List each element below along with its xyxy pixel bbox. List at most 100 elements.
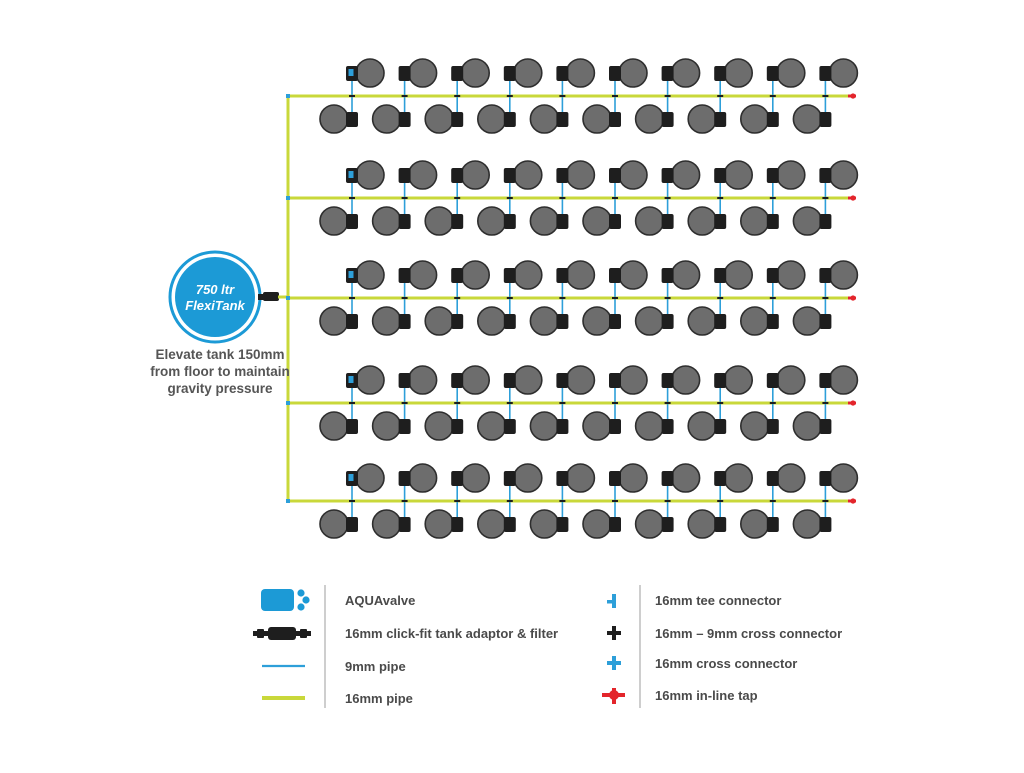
plant-pot-top <box>407 260 438 290</box>
plant-pot-top <box>512 58 543 88</box>
pot-unit-pair <box>687 463 754 539</box>
aquavalve-bottom <box>714 214 727 229</box>
aquavalve-top <box>556 168 569 183</box>
plant-pot-bottom <box>529 104 560 134</box>
cross-connector <box>717 95 724 97</box>
legend-label-aquavalve: AQUAvalve <box>345 593 416 608</box>
tank-elevation-note: Elevate tank 150mm from floor to maintai… <box>150 347 290 396</box>
cross-connector <box>349 297 355 299</box>
aquavalve-bottom <box>609 112 621 127</box>
aquavalve-top <box>766 168 779 183</box>
plant-pot-top <box>775 463 806 493</box>
plant-pot-bottom <box>634 411 665 441</box>
cross-connector <box>717 297 724 299</box>
pot-unit-pair <box>424 58 491 134</box>
cross-connector <box>612 95 618 97</box>
cross-connector <box>612 402 618 404</box>
plant-pot-top <box>407 160 438 190</box>
plant-pot-top <box>460 260 491 290</box>
plant-pot-top <box>355 58 385 88</box>
aquavalve-top <box>819 268 832 283</box>
plant-pot-bottom <box>529 509 560 539</box>
plant-pot-top <box>407 365 438 395</box>
aquavalve-top <box>398 373 411 388</box>
tap-handle <box>850 93 856 99</box>
flexitank <box>168 250 262 344</box>
aquavalve-bottom <box>819 112 832 127</box>
cross-connector <box>401 500 408 502</box>
aquavalve-bottom <box>451 419 464 434</box>
tank-adaptor-filter <box>258 292 279 301</box>
plant-pot-bottom <box>371 411 402 441</box>
pot-unit-pair <box>424 160 491 236</box>
plant-pot-bottom <box>529 206 560 236</box>
plant-pot-top <box>618 160 648 190</box>
aquavalve-bottom <box>766 517 779 532</box>
plant-pot-bottom <box>476 104 507 134</box>
plant-pot-top <box>565 160 596 190</box>
pot-unit-pair <box>634 463 701 539</box>
plant-pot-bottom <box>371 306 402 336</box>
plant-pot-top <box>460 463 491 493</box>
aquavalve-top <box>503 66 516 81</box>
plant-pot-top <box>723 160 754 190</box>
plant-pot-top <box>565 260 596 290</box>
cross-connector <box>769 95 776 97</box>
aquavalve-bottom <box>346 419 358 434</box>
plant-pot-bottom <box>319 206 349 236</box>
plant-pot-top <box>670 58 701 88</box>
legend-label-tank-adaptor: 16mm click-fit tank adaptor & filter <box>345 626 559 641</box>
aquavalve-top <box>451 471 464 486</box>
pot-unit-pair <box>529 365 596 441</box>
pot-unit-pair <box>371 365 438 441</box>
plant-pot-top <box>828 365 859 395</box>
plant-pot-bottom <box>582 206 612 236</box>
pot-unit-pair <box>739 58 806 134</box>
cross-connector <box>401 402 408 404</box>
aquavalve-bottom <box>819 517 832 532</box>
plant-pot-top <box>407 58 438 88</box>
aquavalve-top <box>661 268 674 283</box>
tee-connector <box>286 94 290 98</box>
plant-pot-bottom <box>792 509 823 539</box>
inline-tap-icon <box>602 688 625 704</box>
aquavalve-bottom <box>609 314 621 329</box>
cross-connector <box>717 500 724 502</box>
pot-unit-pair <box>634 160 701 236</box>
aquavalve-top <box>661 471 674 486</box>
cross-connector <box>612 197 618 199</box>
pot-unit-pair <box>687 365 754 441</box>
plant-pot-bottom <box>424 509 455 539</box>
tank-adaptor-filter-icon <box>253 627 311 640</box>
tap-handle <box>850 195 856 201</box>
plant-pot-top <box>460 58 491 88</box>
aquavalve-bottom <box>503 214 516 229</box>
plant-pot-top <box>618 58 648 88</box>
plant-pot-bottom <box>424 206 455 236</box>
pot-unit-pair <box>582 463 648 539</box>
aquavalve-top <box>819 471 832 486</box>
pot-unit-pair <box>371 58 438 134</box>
pot-unit-pair <box>687 160 754 236</box>
plant-pot-bottom <box>687 206 718 236</box>
adaptor-filter-body <box>263 292 279 301</box>
cross-connector <box>769 297 776 299</box>
aquavalve-top <box>503 268 516 283</box>
cross-connector <box>664 297 671 299</box>
cross-connector <box>664 197 671 199</box>
aquavalve-bottom <box>451 112 464 127</box>
cross-connector <box>454 500 461 502</box>
aquavalve-top <box>609 471 621 486</box>
cross-connector <box>822 297 829 299</box>
aquavalve-top <box>503 373 516 388</box>
plant-pot-bottom <box>476 306 507 336</box>
pot-unit-pair <box>792 58 859 134</box>
plant-pot-bottom <box>634 306 665 336</box>
pot-unit-pair <box>634 365 701 441</box>
aquavalve-bottom <box>503 314 516 329</box>
aquavalve-bottom <box>714 419 727 434</box>
pot-unit-pair <box>739 160 806 236</box>
pot-unit-pair <box>687 58 754 134</box>
plant-pot-bottom <box>792 104 823 134</box>
pot-rows <box>286 58 859 539</box>
